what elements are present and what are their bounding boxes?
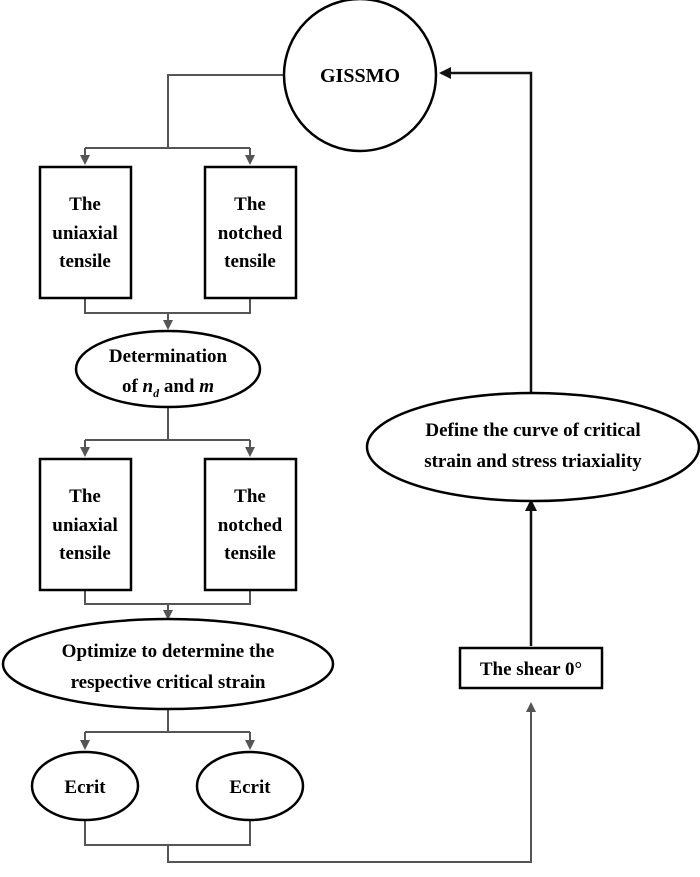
define-curve-ellipse: [365, 391, 700, 503]
gissmo-label: GISSMO: [320, 65, 400, 87]
determination-and: and: [159, 376, 199, 397]
connector-merge-3: [84, 820, 251, 846]
ecrit-left-label: Ecrit: [64, 777, 106, 798]
arrow-to-gissmo: [439, 67, 533, 393]
determination-node: Determination of nd and m: [74, 329, 262, 409]
shear-node: The shear 0°: [458, 646, 604, 690]
optimize-line2: respective critical strain: [71, 672, 266, 693]
ecrit-left-ellipse: [30, 750, 140, 822]
connector-gissmo-down: [167, 74, 283, 148]
define-curve-node: Define the curve of critical strain and …: [365, 391, 700, 503]
notched-1-line3: tensile: [224, 251, 276, 272]
notched-2-line1: The: [234, 486, 266, 507]
optimize-node: Optimize to determine the respective cri…: [1, 617, 335, 711]
determination-var-m: m: [199, 376, 214, 397]
optimize-ellipse: [1, 617, 335, 711]
uniaxial-2-line3: tensile: [59, 543, 111, 564]
notched-2-line2: notched: [218, 515, 283, 536]
determination-ellipse: [74, 329, 262, 409]
notched-tensile-rect-1: [203, 165, 298, 300]
define-curve-line2: strain and stress triaxiality: [424, 451, 642, 472]
uniaxial-tensile-rect-1: [38, 165, 133, 300]
uniaxial-1-line2: uniaxial: [52, 223, 117, 244]
notched-tensile-box-1: The notched tensile: [203, 165, 298, 300]
notched-tensile-box-2: The notched tensile: [203, 457, 298, 592]
shear-rect: [458, 646, 604, 690]
determination-line2: of nd and m: [122, 376, 214, 400]
notched-2-line3: tensile: [224, 543, 276, 564]
connector-merge-1: [84, 298, 251, 314]
uniaxial-tensile-box-1: The uniaxial tensile: [38, 165, 133, 300]
determination-sub-d: d: [153, 386, 160, 400]
ecrit-right-node: Ecrit: [195, 750, 305, 822]
notched-1-line2: notched: [218, 223, 283, 244]
optimize-line1: Optimize to determine the: [62, 641, 275, 662]
determination-prefix: of: [122, 376, 143, 397]
uniaxial-2-line1: The: [69, 486, 101, 507]
determination-var-n: n: [143, 376, 154, 397]
arrow-to-shear: [167, 702, 536, 863]
determination-line1: Determination: [109, 346, 228, 367]
uniaxial-2-line2: uniaxial: [52, 515, 117, 536]
shear-label: The shear 0°: [480, 659, 582, 680]
uniaxial-tensile-rect-2: [38, 457, 133, 592]
gissmo-node: GISSMO: [282, 0, 438, 153]
uniaxial-1-line1: The: [69, 194, 101, 215]
ecrit-right-label: Ecrit: [229, 777, 271, 798]
connector-merge-2: [84, 590, 251, 605]
ecrit-left-node: Ecrit: [30, 750, 140, 822]
notched-1-line1: The: [234, 194, 266, 215]
notched-tensile-rect-2: [203, 457, 298, 592]
connectors: [80, 67, 537, 863]
define-curve-line1: Define the curve of critical: [425, 420, 640, 441]
gissmo-circle: [282, 0, 438, 153]
ecrit-right-ellipse: [195, 750, 305, 822]
uniaxial-tensile-box-2: The uniaxial tensile: [38, 457, 133, 592]
uniaxial-1-line3: tensile: [59, 251, 111, 272]
